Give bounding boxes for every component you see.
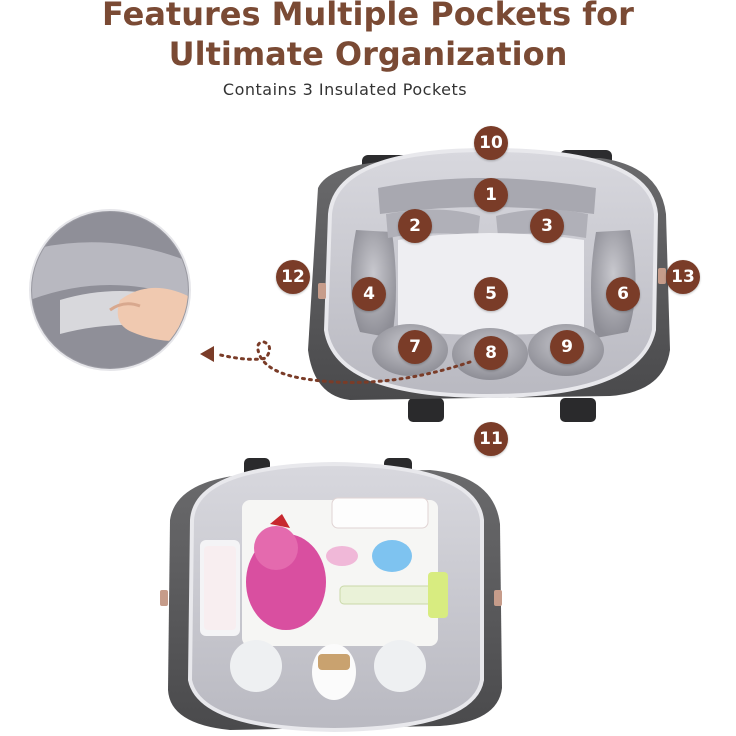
badge-pocket-12: 12 <box>276 260 310 294</box>
badge-pocket-9: 9 <box>550 330 584 364</box>
pocket-detail-inset <box>29 209 191 371</box>
badge-pocket-2: 2 <box>398 209 432 243</box>
subheadline: Contains 3 Insulated Pockets <box>222 80 468 99</box>
badge-pocket-10: 10 <box>474 126 508 160</box>
bottom-bag-filled-view <box>160 458 502 733</box>
headline-line-1: Features Multiple Pockets for <box>102 0 634 33</box>
badge-pocket-5: 5 <box>474 277 508 311</box>
badge-pocket-13: 13 <box>666 260 700 294</box>
badge-pocket-6: 6 <box>606 277 640 311</box>
headline-line-2: Ultimate Organization <box>168 35 568 73</box>
pointer-arrow <box>200 340 472 384</box>
badge-pocket-11: 11 <box>474 422 508 456</box>
badge-pocket-8: 8 <box>474 336 508 370</box>
badge-pocket-4: 4 <box>352 277 386 311</box>
badge-pocket-1: 1 <box>474 178 508 212</box>
badge-pocket-7: 7 <box>398 330 432 364</box>
badge-pocket-3: 3 <box>530 209 564 243</box>
